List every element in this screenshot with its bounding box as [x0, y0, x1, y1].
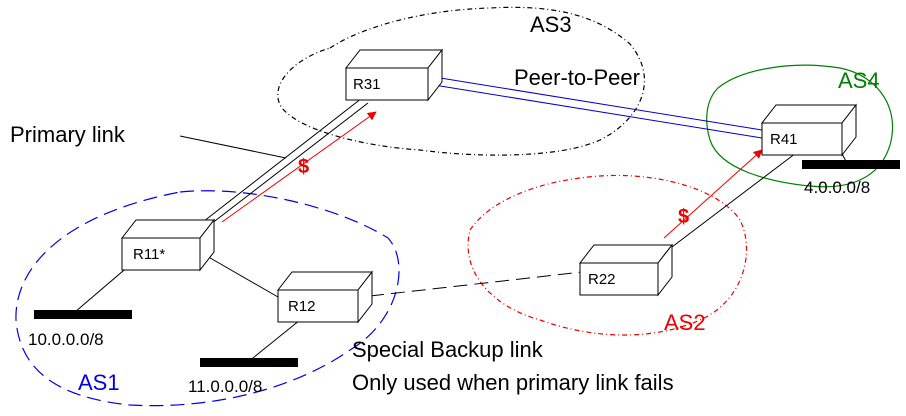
as1-cloud [15, 190, 400, 407]
network-label-10: 10.0.0.0/8 [28, 330, 104, 349]
router-r12-label: R12 [288, 298, 316, 315]
link-r22-r41 [667, 149, 801, 251]
router-r31-label: R31 [353, 76, 381, 93]
router-r11: R11* [120, 218, 216, 272]
router-r12: R12 [276, 270, 374, 324]
network-label-11: 11.0.0.0/8 [188, 377, 262, 396]
backup-link-label-line2: Only used when primary link fails [352, 370, 674, 395]
backup-link-label-line1: Special Backup link [352, 337, 544, 362]
peer-link-line-a [427, 75, 763, 131]
as2-label: AS2 [664, 310, 706, 335]
router-r41: R41 [760, 103, 858, 157]
network-label-4: 4.0.0.0/8 [804, 178, 870, 197]
router-r31: R31 [344, 48, 444, 102]
primary-link-line-a [189, 97, 363, 233]
as3-label: AS3 [530, 12, 572, 37]
primary-link-pointer [179, 135, 287, 159]
network-bar-4 [802, 160, 900, 169]
primary-link-label: Primary link [10, 122, 126, 147]
router-r11-label: R11* [133, 246, 165, 263]
money-flow-arrow-as2-as4 [663, 149, 763, 239]
as1-label: AS1 [78, 370, 120, 395]
money-symbol-as1-as3: $ [298, 156, 309, 178]
backup-link [369, 271, 583, 297]
money-flow-arrow-as1-as3 [221, 111, 377, 223]
as4-cloud [706, 64, 894, 188]
as3-cloud [277, 6, 646, 156]
peer-link-line-b [427, 83, 763, 139]
router-r22-label: R22 [588, 271, 616, 288]
link-r11-net10 [74, 264, 131, 313]
router-r41-label: R41 [770, 131, 798, 148]
link-r11-r12 [204, 254, 279, 298]
as4-label: AS4 [838, 68, 880, 93]
link-r12-net11 [247, 319, 301, 363]
money-symbol-as2-as4: $ [678, 206, 689, 228]
peer-link-label: Peer-to-Peer [514, 65, 640, 90]
network-bar-11 [200, 358, 298, 367]
as2-cloud [467, 174, 748, 336]
router-r22: R22 [578, 243, 674, 297]
primary-link-line-b [197, 102, 369, 235]
network-bar-10 [34, 310, 132, 319]
